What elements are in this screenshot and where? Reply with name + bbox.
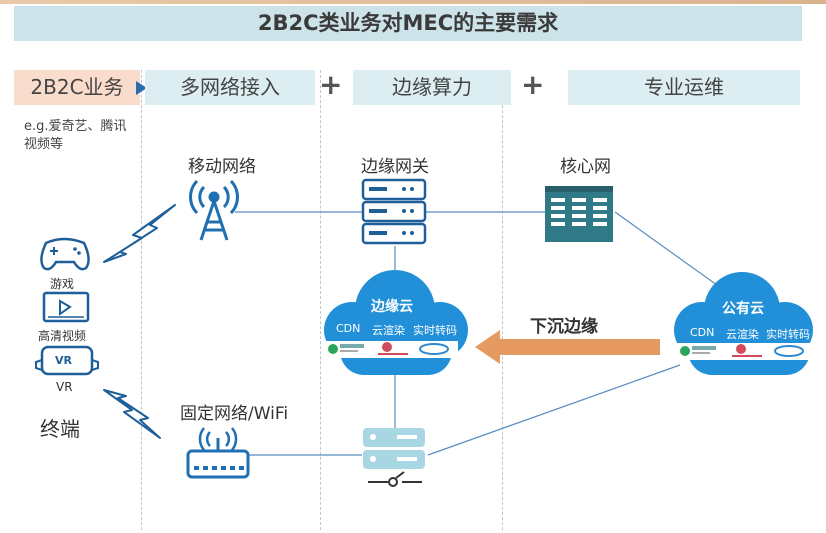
vr-badge: VR — [55, 354, 72, 367]
business-example: e.g.爱奇艺、腾讯视频等 — [24, 119, 127, 152]
hd-video-label: 高清视频 — [38, 329, 87, 343]
edge-cloud-name: 边缘云 — [371, 299, 413, 315]
core-network-label: 核心网 — [560, 157, 611, 177]
edge-gateway-label: 边缘网关 — [361, 157, 429, 177]
vr-headset-icon — [35, 345, 99, 376]
plus-sign: + — [521, 68, 545, 101]
public-cloud-service: 实时转码 — [766, 328, 810, 341]
header-network-access: 多网络接入 — [145, 70, 315, 105]
gamepad-icon — [40, 237, 90, 271]
tencent-video-logo-icon — [328, 344, 338, 354]
header-operations-label: 专业运维 — [644, 75, 724, 99]
tencent-video-logo-icon — [680, 346, 690, 356]
edge-cloud-logos — [324, 341, 458, 358]
public-cloud-service: 云渲染 — [726, 328, 759, 341]
page-title: 2B2C类业务对MEC的主要需求 — [14, 6, 802, 41]
header-operations: 专业运维 — [568, 70, 800, 105]
game-label: 游戏 — [50, 277, 75, 291]
line-box-publiccloud — [427, 364, 681, 456]
edge-node-device-icon — [363, 428, 425, 487]
wifi-router-icon — [186, 427, 250, 479]
header-business-label: 2B2C业务 — [30, 75, 124, 99]
wireless-lightning-icon — [103, 389, 161, 439]
edge-cloud-service: 云渲染 — [372, 324, 405, 337]
edge-cloud-service: CDN — [336, 322, 361, 335]
header-edge-compute-label: 边缘算力 — [392, 75, 472, 99]
header-business: 2B2C业务 — [14, 70, 140, 105]
edge-cloud-service: 实时转码 — [413, 324, 457, 337]
video-player-icon — [42, 291, 90, 323]
cloud-render-logo-icon — [736, 344, 746, 354]
server-stack-icon — [361, 178, 427, 245]
top-accent-bar — [0, 0, 826, 4]
mobile-network-label: 移动网络 — [188, 157, 256, 177]
vr-label: VR — [56, 380, 73, 394]
header-network-access-label: 多网络接入 — [180, 75, 280, 99]
header-edge-compute: 边缘算力 — [353, 70, 511, 105]
sink-edge-label: 下沉边缘 — [530, 317, 598, 337]
transcode-logo-icon — [419, 343, 449, 355]
terminal-label: 终端 — [40, 417, 80, 441]
plus-sign: + — [319, 68, 343, 101]
public-cloud-logos — [676, 343, 810, 360]
cloud-render-logo-icon — [382, 342, 392, 352]
public-cloud-name: 公有云 — [722, 301, 764, 317]
public-cloud-service: CDN — [690, 326, 715, 339]
column-divider — [320, 70, 321, 530]
transcode-logo-icon — [774, 345, 804, 357]
fixed-network-label: 固定网络/WiFi — [180, 404, 289, 424]
core-network-server-icon — [545, 186, 613, 242]
sink-edge-arrow — [475, 330, 660, 364]
wireless-lightning-icon — [103, 204, 176, 263]
cell-tower-icon — [189, 179, 239, 241]
column-divider — [141, 70, 142, 530]
column-divider — [502, 70, 503, 530]
